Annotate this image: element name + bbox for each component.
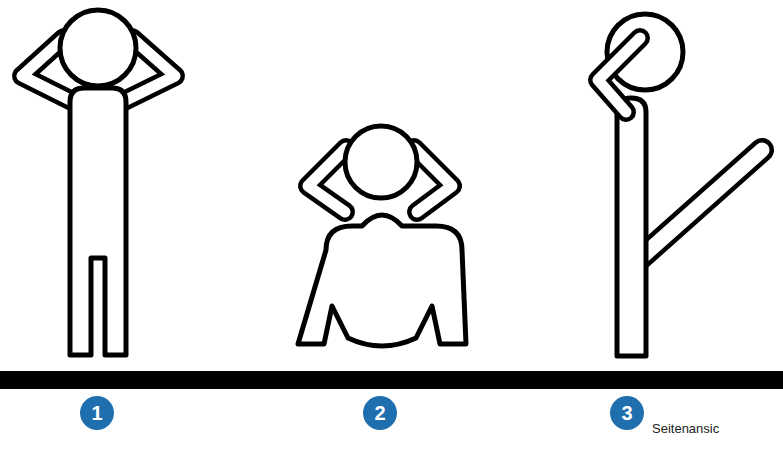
view-note: Seitenansic xyxy=(652,421,719,436)
label-slot: 2 xyxy=(363,396,397,430)
label-slot: 1 xyxy=(80,396,114,430)
label-slot: Seitenansic xyxy=(652,421,719,436)
callout-number: 2 xyxy=(363,396,397,430)
callout-number: 3 xyxy=(610,396,644,430)
label-slot: 3 xyxy=(610,396,644,430)
callout-number: 1 xyxy=(80,396,114,430)
